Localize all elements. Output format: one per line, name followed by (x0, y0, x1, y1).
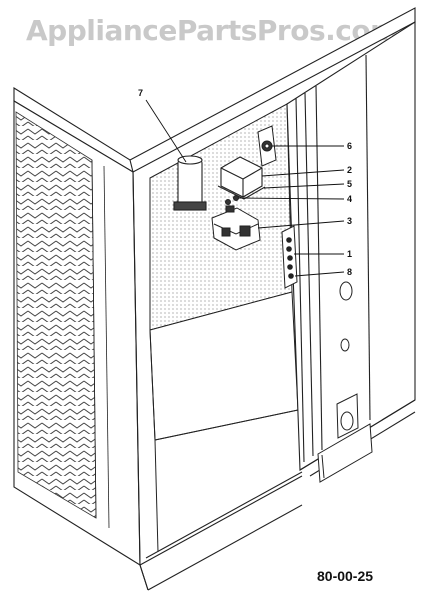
callout-6: 6 (347, 141, 352, 151)
part-7-capacitor (173, 155, 207, 211)
callout-7: 7 (138, 88, 143, 98)
part-3-relay (211, 207, 261, 251)
diagram-code-label: 80-00-25 (317, 568, 374, 584)
callout-8: 8 (347, 267, 352, 277)
part-4-5-connectors (225, 195, 239, 213)
callout-4: 4 (347, 194, 352, 204)
callout-labels: 7 6 2 5 4 3 1 8 (138, 88, 352, 277)
watermark-text: AppliancePartsPros.com (26, 14, 399, 47)
callout-2: 2 (347, 165, 352, 175)
callout-1: 1 (347, 249, 352, 259)
callout-5: 5 (347, 179, 352, 189)
side-louver-grille (13, 100, 141, 566)
callout-3: 3 (347, 216, 352, 226)
base-rail (317, 423, 373, 483)
part-2-transformer (217, 156, 266, 200)
lower-compartment (149, 291, 299, 553)
leader-lines (145, 99, 345, 277)
part-1-terminal-strip (281, 225, 298, 289)
cabinet-front-frame (132, 171, 303, 591)
access-holes (336, 281, 359, 439)
